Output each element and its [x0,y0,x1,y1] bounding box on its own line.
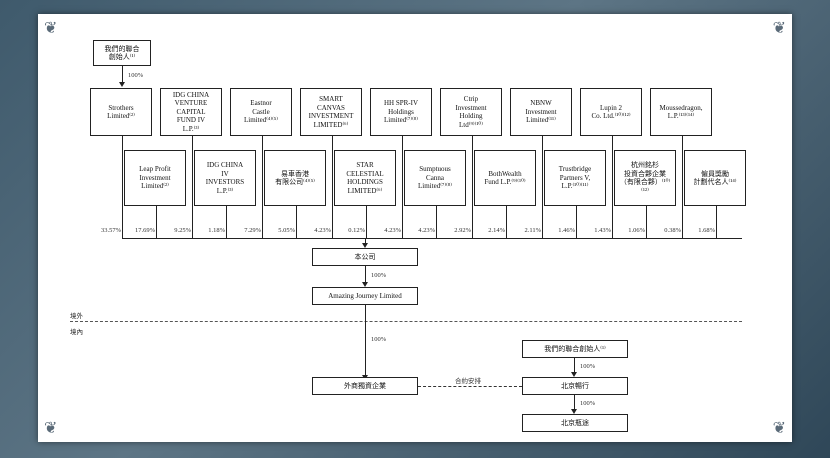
connector [402,136,403,238]
connector [226,206,227,238]
shareholder-box-row2: 杭州銘杉 投資合夥企業 （有限合夥）⁽¹⁰⁾⁽¹²⁾ [614,150,676,206]
arrow-down-icon [571,372,577,377]
connector [506,206,507,238]
ornament-top-left-icon: ❦ [44,20,58,37]
shareholder-box-row2: Sumptuous Canna Limited⁽⁷⁾⁽⁸⁾ [404,150,466,206]
co-founders-box-2: 我們的聯合創始人⁽¹⁾ [522,340,628,358]
connector [682,136,683,238]
connector [332,136,333,238]
ownership-percentage: 1.06% [628,227,645,234]
ornament-top-right-icon: ❦ [772,20,786,37]
arrow-down-icon [362,282,368,287]
onshore-label: 境內 [70,329,83,336]
co-founders-box: 我們的聯合 創始人⁽¹⁾ [93,40,151,66]
connector [365,238,366,246]
company-pct: 100% [371,272,387,279]
founder-pct: 100% [128,72,144,79]
shareholder-box-row1: Ctrip Investment Holding Ltd⁽⁹⁾⁽¹⁰⁾ [440,88,502,136]
shareholder-box-row2: IDG CHINA IV INVESTORS L.P.⁽³⁾ [194,150,256,206]
shareholder-box-row1: SMART CANVAS INVESTMENT LIMITED⁽⁶⁾ [300,88,362,136]
connector [122,136,123,238]
amazing-pct: 100% [371,336,387,343]
ownership-percentage: 0.38% [664,227,681,234]
shareholder-box-row2: STAR CELESTIAL HOLDINGS LIMITED⁽⁶⁾ [334,150,396,206]
collector-line [122,238,742,239]
connector [365,305,366,377]
beijing-changxing-box: 北京暢行 [522,377,628,395]
connector [472,136,473,238]
ownership-percentage: 1.46% [558,227,575,234]
connector [192,136,193,238]
arrow-down-icon [571,409,577,414]
ornament-bottom-left-icon: ❦ [44,420,58,437]
connector [122,66,123,84]
shareholder-box-row1: NBNW Investment Limited⁽¹¹⁾ [510,88,572,136]
connector [542,136,543,238]
connector [436,206,437,238]
shareholder-box-row1: IDG CHINA VENTURE CAPITAL FUND IV L.P.⁽³… [160,88,222,136]
ownership-percentage: 1.18% [208,227,225,234]
ornament-bottom-right-icon: ❦ [772,420,786,437]
shareholder-box-row2: BothWealth Fund L.P.⁽⁹⁾⁽¹⁰⁾ [474,150,536,206]
shareholder-box-row2: 易車香港 有限公司⁽⁴⁾⁽⁵⁾ [264,150,326,206]
connector [576,206,577,238]
wfoe-box: 外商獨資企業 [312,377,418,395]
company-box: 本公司 [312,248,418,266]
ownership-percentage: 33.57% [100,227,121,234]
shareholder-box-row1: Strothers Limited⁽²⁾ [90,88,152,136]
shareholder-box-row2: Trustbridge Partners V, L.P.⁽¹⁰⁾⁽¹¹⁾ [544,150,606,206]
connector [366,206,367,238]
ownership-percentage: 0.12% [348,227,365,234]
ownership-percentage: 4.23% [384,227,401,234]
offshore-onshore-divider [70,321,742,322]
contract-line [418,386,522,387]
connector [574,395,575,411]
ownership-percentage: 17.69% [134,227,155,234]
ownership-percentage: 2.14% [488,227,505,234]
beijing-pingtu-box: 北京瓶途 [522,414,628,432]
connector [716,206,717,238]
ownership-percentage: 1.68% [698,227,715,234]
shareholder-box-row1: Eastnor Castle Limited⁽⁴⁾⁽⁵⁾ [230,88,292,136]
beijing1-pct: 100% [580,400,596,407]
shareholder-box-row1: Moussedragon, L.P.⁽¹³⁾⁽¹⁴⁾ [650,88,712,136]
ownership-percentage: 5.05% [278,227,295,234]
connector [646,206,647,238]
ownership-percentage: 9.25% [174,227,191,234]
shareholder-box-row2: Leap Profit Investment Limited⁽²⁾ [124,150,186,206]
offshore-label: 境外 [70,313,83,320]
amazing-journey-box: Amazing Journey Limited [312,287,418,305]
ownership-percentage: 4.23% [314,227,331,234]
ownership-percentage: 4.23% [418,227,435,234]
ownership-percentage: 2.92% [454,227,471,234]
document-page: ❦ ❦ ❦ ❦ 我們的聯合 創始人⁽¹⁾ 100% Strothers Limi… [38,14,792,442]
connector [365,266,366,284]
contract-label: 合約安排 [455,378,481,385]
shareholder-box-row1: Lupin 2 Co. Ltd.⁽¹⁰⁾⁽¹²⁾ [580,88,642,136]
arrow-down-icon [362,243,368,248]
shareholder-box-row2: 僱員獎勵 計劃代名人⁽¹⁴⁾ [684,150,746,206]
ownership-percentage: 1.43% [594,227,611,234]
ownership-percentage: 7.29% [244,227,261,234]
arrow-down-icon [119,82,125,87]
connector [612,136,613,238]
connector [262,136,263,238]
connector [156,206,157,238]
ownership-percentage: 2.11% [524,227,541,234]
founders2-pct: 100% [580,363,596,370]
connector [574,358,575,374]
connector [296,206,297,238]
shareholder-box-row1: HH SPR-IV Holdings Limited⁽⁷⁾⁽⁸⁾ [370,88,432,136]
